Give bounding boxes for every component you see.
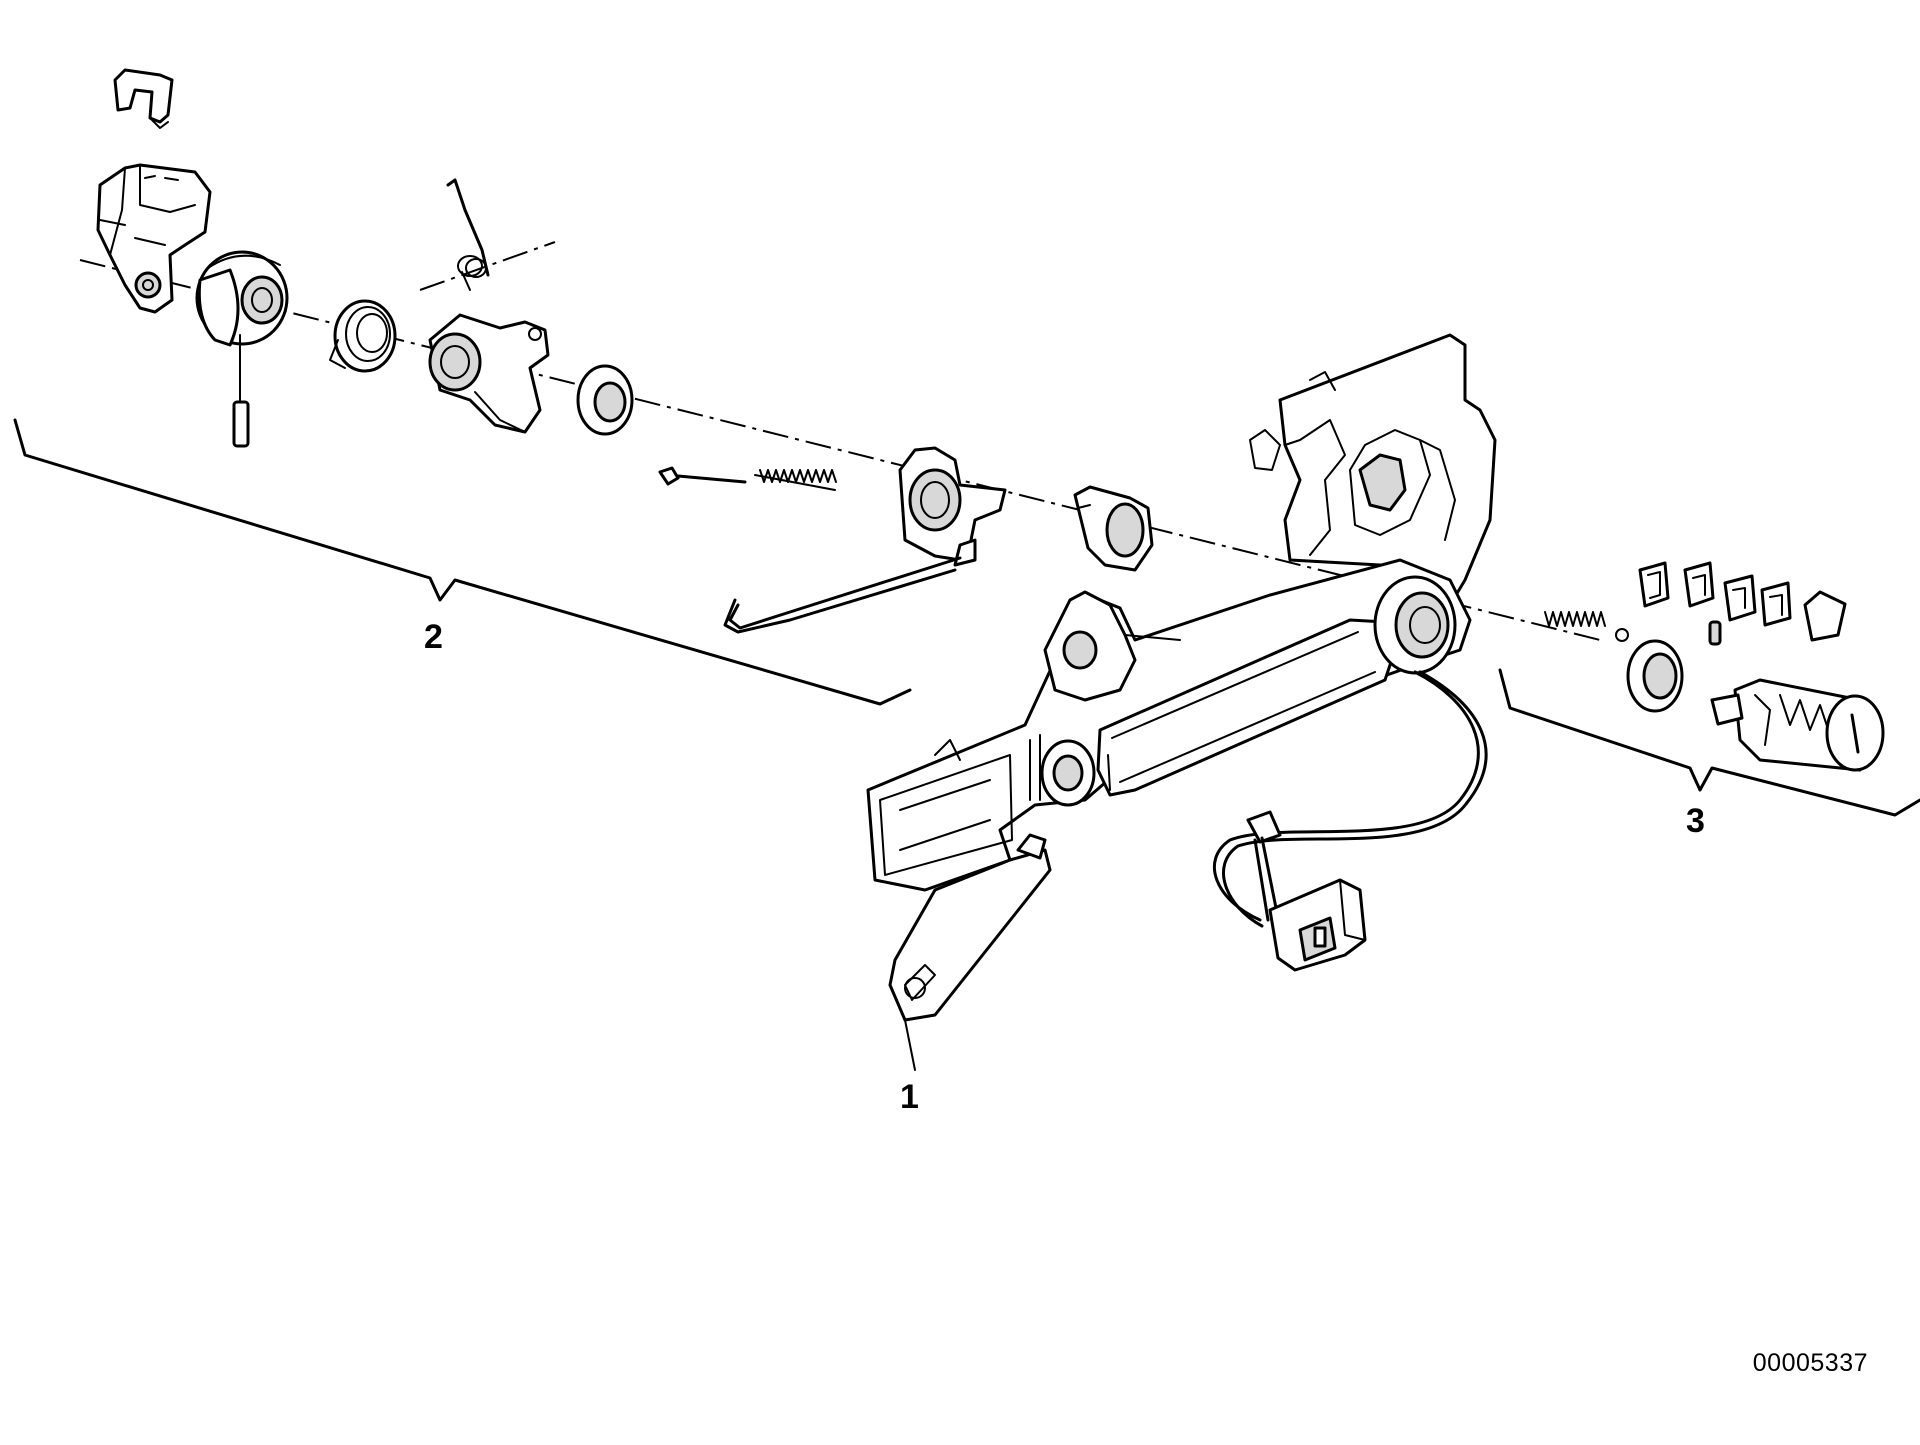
spring-axis — [419, 241, 556, 291]
rod-and-spring — [658, 466, 837, 491]
lever-plate — [428, 313, 550, 434]
door-handle-carrier — [866, 333, 1497, 1022]
torsion-spring — [329, 299, 397, 373]
assembly-axis — [79, 259, 1601, 641]
callout-3: 3 — [1686, 802, 1705, 840]
microswitch-cable — [1212, 670, 1488, 972]
group-bracket-3 — [1498, 668, 1920, 817]
retaining-clip — [113, 68, 174, 129]
lock-tumblers — [1638, 561, 1847, 646]
lock-ring — [1626, 639, 1684, 713]
lock-cylinder — [1710, 678, 1885, 772]
callout-1: 1 — [900, 1078, 919, 1116]
leader-line-1 — [904, 1019, 916, 1071]
callout-2: 2 — [424, 618, 443, 656]
actuating-lever — [723, 446, 1007, 634]
pin — [232, 334, 250, 448]
washer — [576, 364, 634, 436]
document-number: 00005337 — [1752, 1349, 1868, 1377]
spring-wire — [446, 178, 490, 291]
group-bracket-2 — [13, 418, 912, 706]
cylinder-housing — [195, 250, 289, 347]
guide-sleeve — [1073, 485, 1154, 572]
lock-spring — [1544, 611, 1629, 642]
lock-housing-bracket — [96, 163, 212, 314]
